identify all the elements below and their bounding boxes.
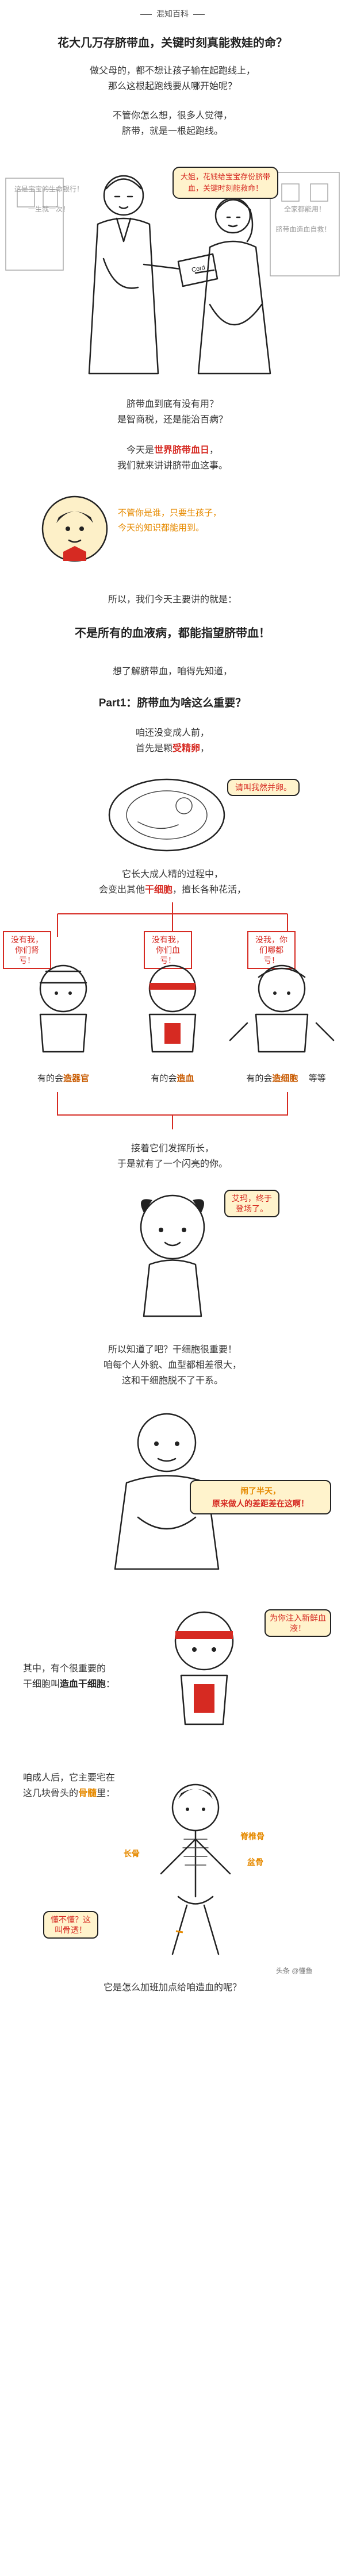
hsc-line-2: 干细胞叫造血干细胞： bbox=[23, 1677, 161, 1692]
theme-intro: 所以，我们今天主要讲的就是： bbox=[108, 595, 237, 605]
author-avatar bbox=[41, 495, 108, 562]
ending-line: 它是怎么加班加点给咱造血的呢？ bbox=[103, 1983, 241, 1993]
know-line-2: 咱每个人外貌、血型都相差很大， bbox=[103, 1360, 241, 1370]
part1-line-2: 咱还没变成人前， bbox=[135, 728, 209, 738]
man-speech-line-2: 原来做人的差距差在这啊！ bbox=[212, 1499, 309, 1508]
role-cell-prefix: 有的会 bbox=[246, 1074, 273, 1083]
divider-right bbox=[193, 13, 205, 15]
stem-cell: 干细胞 bbox=[144, 885, 172, 895]
part1-line-5: 会变出其他干细胞，擅长各种花活， bbox=[0, 882, 345, 898]
today-suffix: ， bbox=[209, 445, 219, 455]
bone-line-1: 咱成人后，它主要宅在 bbox=[23, 1773, 116, 1783]
brand-name: 混知百科 bbox=[156, 9, 189, 18]
brand-header: 混知百科 bbox=[0, 8, 345, 20]
label-long-bone: 长骨 bbox=[124, 1849, 140, 1858]
today-prefix: 今天是 bbox=[126, 445, 154, 455]
role-blood-prefix: 有的会 bbox=[151, 1074, 177, 1083]
world-cord-blood-day: 世界脐带血日 bbox=[154, 445, 209, 455]
avatar-speech-line-1: 不管你是谁，只要生孩子， bbox=[118, 508, 222, 518]
part1-lead: 想了解脐带血，咱得先知道， bbox=[112, 667, 232, 676]
man-speech-line-1: 闹了半天， bbox=[240, 1486, 281, 1495]
baby-line-2: 于是就有了一个闪亮的你。 bbox=[117, 1159, 228, 1169]
role-blood-highlight: 造血 bbox=[177, 1074, 194, 1083]
part1-line-4: 它长大成人精的过程中， bbox=[121, 870, 223, 879]
merge-connector bbox=[57, 1092, 288, 1129]
hsc-speech: 为你注入新鲜血液！ bbox=[264, 1609, 331, 1637]
role-organ: 有的会造器官 bbox=[17, 1072, 109, 1084]
caption-self-rescue: 脐带血造血自救！ bbox=[275, 225, 331, 233]
label-pelvis: 盆骨 bbox=[247, 1858, 263, 1867]
baby-line-1: 接着它们发挥所长， bbox=[131, 1144, 214, 1154]
fertilized-egg: 受精卵 bbox=[172, 744, 200, 753]
caption-once-in-life: 一生就一次！ bbox=[28, 205, 70, 213]
kid-speech: 懂不懂？这叫骨透！ bbox=[43, 1911, 98, 1939]
hsc-suffix: ： bbox=[106, 1679, 116, 1689]
role-organ-highlight: 造器官 bbox=[63, 1074, 90, 1083]
label-vertebra: 脊椎骨 bbox=[240, 1832, 264, 1841]
bone-suffix: 里： bbox=[97, 1789, 116, 1798]
caption-life-bank: 这是宝宝的生命银行！ bbox=[14, 185, 83, 193]
bone-prefix: 这几块骨头的 bbox=[23, 1789, 79, 1798]
salesman-scene-illustration bbox=[5, 172, 340, 375]
stem-suffix: ，擅长各种花活， bbox=[172, 885, 247, 895]
watermark: 头条 @懂鱼 bbox=[276, 1967, 313, 1975]
role-organ-prefix: 有的会 bbox=[37, 1074, 63, 1083]
baby-speech: 艾玛，终于登场了。 bbox=[224, 1190, 279, 1217]
role-blood: 有的会造血 bbox=[132, 1072, 213, 1084]
intro-line-4: 脐带，就是一根起跑线。 bbox=[121, 126, 223, 136]
egg-suffix: ， bbox=[200, 744, 210, 753]
tag-blood-cell: 没有我，你们血亏！ bbox=[144, 931, 192, 969]
skeleton-kid-illustration bbox=[160, 1783, 231, 1955]
role-etc: 等等 bbox=[308, 1074, 326, 1083]
role-cell-highlight: 造细胞 bbox=[272, 1074, 298, 1083]
headline: 花大几万存脐带血，关键时刻真能救娃的命？ bbox=[57, 37, 288, 49]
theme-statement: 不是所有的血液病，都能指望脐带血！ bbox=[75, 627, 270, 640]
salesman-speech-bubble: 大姐，花钱给宝宝存份脐带血，关键时刻能救命！ bbox=[172, 167, 278, 199]
intro-line-2: 那么这根起跑线要从哪开始呢？ bbox=[108, 82, 237, 91]
egg-speech: 请叫我然并卵。 bbox=[227, 779, 300, 796]
role-cell: 有的会造细胞 等等 bbox=[227, 1072, 345, 1084]
bone-marrow: 骨髓 bbox=[78, 1789, 97, 1798]
baby-illustration bbox=[140, 1194, 205, 1317]
fertilized-egg-illustration bbox=[108, 778, 225, 852]
divider-left bbox=[140, 13, 152, 15]
today-line-2: 我们就来讲讲脐带血这事。 bbox=[117, 461, 228, 471]
intro-line-1: 做父母的，都不想让孩子输在起跑线上， bbox=[89, 66, 255, 76]
question-line-1: 脐带血到底有没有用？ bbox=[126, 399, 218, 409]
bone-line-2: 这几块骨头的骨髓里： bbox=[23, 1786, 184, 1801]
know-line-3: 这和干细胞脱不了干系。 bbox=[121, 1376, 223, 1386]
stem-prefix: 会变出其他 bbox=[98, 885, 145, 895]
part1-line-3: 首先是颗受精卵， bbox=[0, 741, 345, 756]
hsc-character-illustration bbox=[174, 1611, 234, 1725]
egg-prefix: 首先是颗 bbox=[135, 744, 172, 753]
intro-line-3: 不管你怎么想，很多人觉得， bbox=[112, 111, 232, 121]
know-line-1: 所以知道了吧？干细胞很重要！ bbox=[108, 1345, 237, 1355]
man-speech: 闹了半天， 原来做人的差距差在这啊！ bbox=[190, 1480, 331, 1514]
avatar-speech: 不管你是谁，只要生孩子， 今天的知识都能用到。 bbox=[118, 506, 290, 536]
today-line: 今天是世界脐带血日， bbox=[0, 443, 345, 458]
hsc-term: 造血干细胞 bbox=[60, 1679, 106, 1689]
tag-organ-cell: 没有我，你们肾亏！ bbox=[3, 931, 51, 969]
caption-whole-family: 全家都能用！ bbox=[283, 205, 325, 213]
hsc-prefix: 干细胞叫 bbox=[23, 1679, 60, 1689]
hsc-line-1: 其中，有个很重要的 bbox=[23, 1664, 106, 1674]
avatar-speech-line-2: 今天的知识都能用到。 bbox=[118, 523, 205, 533]
branch-connector bbox=[57, 902, 288, 937]
part1-title: Part1：脐带血为啥这么重要？ bbox=[98, 697, 247, 709]
tag-general-cell: 没我，你们哪都亏！ bbox=[247, 931, 296, 969]
question-line-2: 是智商税，还是能治百病？ bbox=[117, 415, 228, 425]
three-stem-cells-illustration bbox=[39, 964, 335, 1053]
